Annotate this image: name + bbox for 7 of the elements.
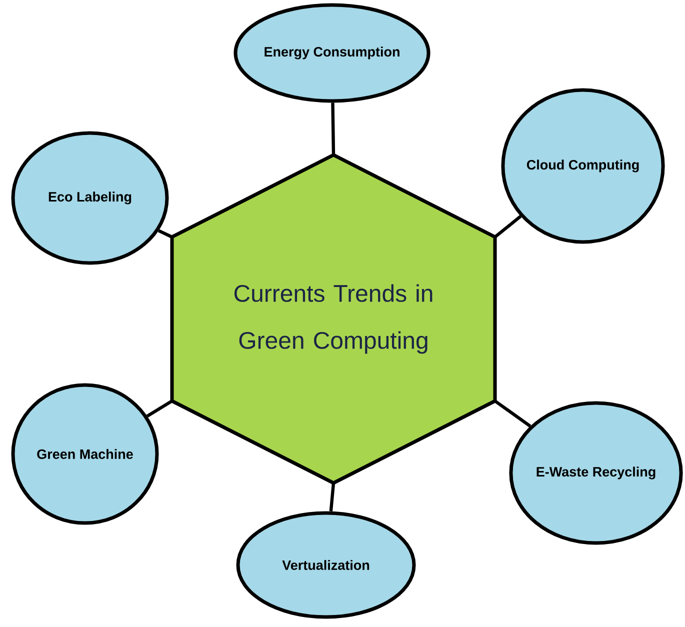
connector-line: [329, 482, 336, 512]
connector-line: [146, 400, 173, 418]
connector-line: [158, 229, 173, 238]
connector-line: [494, 400, 532, 428]
central-hexagon: Currents Trends in Green Computing: [170, 153, 497, 485]
connector-line: [331, 102, 336, 156]
connector-line: [494, 215, 522, 238]
